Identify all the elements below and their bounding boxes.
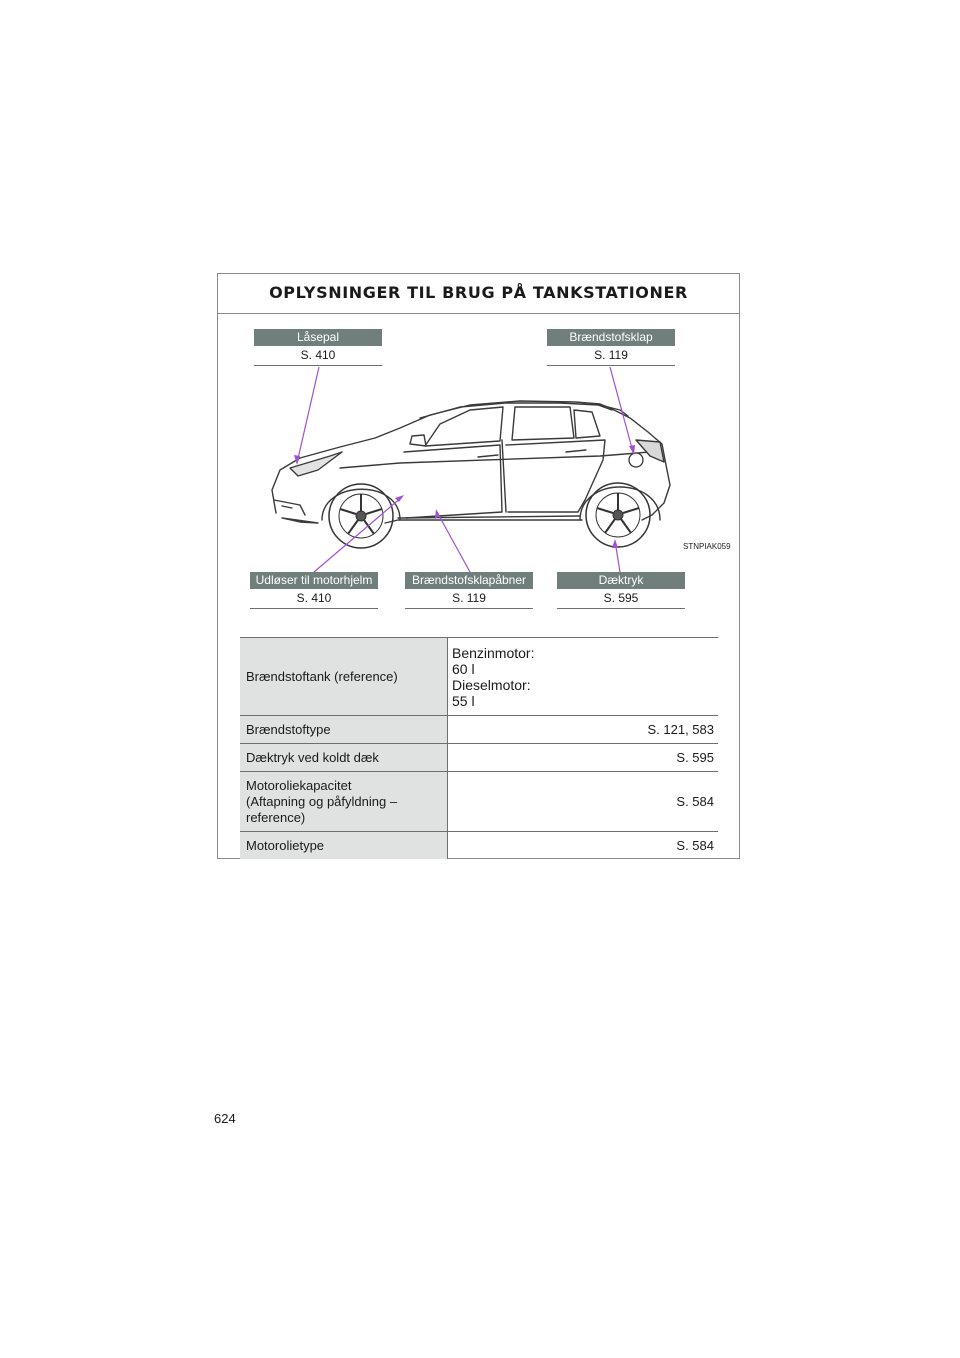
label-fuel-door: Brændstofsklap S. 119 (547, 329, 675, 366)
table-row: Motoroliekapacitet (Aftapning og påfyldn… (240, 772, 718, 832)
quarter-window (573, 409, 601, 439)
oil-capacity-label: Motoroliekapacitet (Aftapning og påfyldn… (240, 772, 447, 831)
label-fuel-door-page: S. 119 (547, 346, 675, 366)
leader-fuel-door (609, 366, 634, 453)
label-tire-pressure: Dæktryk S. 595 (557, 572, 685, 609)
label-hood-lock-page: S. 410 (254, 346, 382, 366)
oil-type-value: S. 584 (447, 832, 718, 859)
page-number: 624 (214, 1111, 236, 1126)
label-hood-lock: Låsepal S. 410 (254, 329, 382, 366)
diesel-label: Dieselmotor: (452, 676, 531, 693)
label-hood-release-name: Udløser til motorhjelm (250, 572, 378, 589)
leader-hood-release (313, 496, 403, 573)
leader-fuel-opener (436, 511, 471, 573)
tire-pressure-value: S. 595 (447, 744, 718, 771)
label-fuel-opener: Brændstofsklapåbner S. 119 (405, 572, 533, 609)
label-fuel-opener-page: S. 119 (405, 589, 533, 609)
label-fuel-opener-name: Brændstofsklapåbner (405, 572, 533, 589)
rear-window (511, 406, 575, 441)
label-tire-pressure-page: S. 595 (557, 589, 685, 609)
panel-title: OPLYSNINGER TIL BRUG PÅ TANKSTATIONER (218, 274, 739, 314)
tire-pressure-label: Dæktryk ved koldt dæk (240, 744, 447, 771)
fuel-type-value: S. 121, 583 (447, 716, 718, 743)
fuel-tank-label: Brændstoftank (reference) (240, 638, 447, 715)
spec-table: Brændstoftank (reference) Benzinmotor: 6… (240, 637, 718, 859)
fuel-door-circle (628, 452, 644, 468)
car-diagram (271, 366, 671, 573)
fuel-info-panel: OPLYSNINGER TIL BRUG PÅ TANKSTATIONER (217, 273, 740, 859)
fuel-type-label: Brændstoftype (240, 716, 447, 743)
head-light (289, 451, 343, 477)
oil-type-label: Motorolietype (240, 832, 447, 859)
oil-capacity-line3: reference) (246, 809, 306, 825)
tail-light (635, 439, 665, 463)
table-row: Brændstoftank (reference) Benzinmotor: 6… (240, 638, 718, 716)
label-hood-lock-name: Låsepal (254, 329, 382, 346)
petrol-label: Benzinmotor: (452, 644, 535, 661)
table-row: Brændstoftype S. 121, 583 (240, 716, 718, 744)
diesel-value: 55 l (452, 692, 475, 709)
label-tire-pressure-name: Dæktryk (557, 572, 685, 589)
car-body (271, 400, 671, 524)
table-row: Dæktryk ved koldt dæk S. 595 (240, 744, 718, 772)
fuel-tank-value: Benzinmotor: 60 l Dieselmotor: 55 l (447, 638, 718, 715)
table-row: Motorolietype S. 584 (240, 832, 718, 859)
figure-code: STNPIAK059 (683, 542, 731, 551)
oil-capacity-line1: Motoroliekapacitet (246, 777, 352, 793)
oil-capacity-line2: (Aftapning og påfyldning – (246, 793, 398, 809)
front-wheel (328, 483, 394, 549)
petrol-value: 60 l (452, 660, 475, 677)
label-hood-release: Udløser til motorhjelm S. 410 (250, 572, 378, 609)
leader-hood-lock (296, 366, 320, 464)
oil-capacity-value: S. 584 (447, 772, 718, 831)
label-fuel-door-name: Brændstofsklap (547, 329, 675, 346)
label-hood-release-page: S. 410 (250, 589, 378, 609)
front-window (424, 406, 504, 447)
rear-wheel (585, 482, 651, 548)
